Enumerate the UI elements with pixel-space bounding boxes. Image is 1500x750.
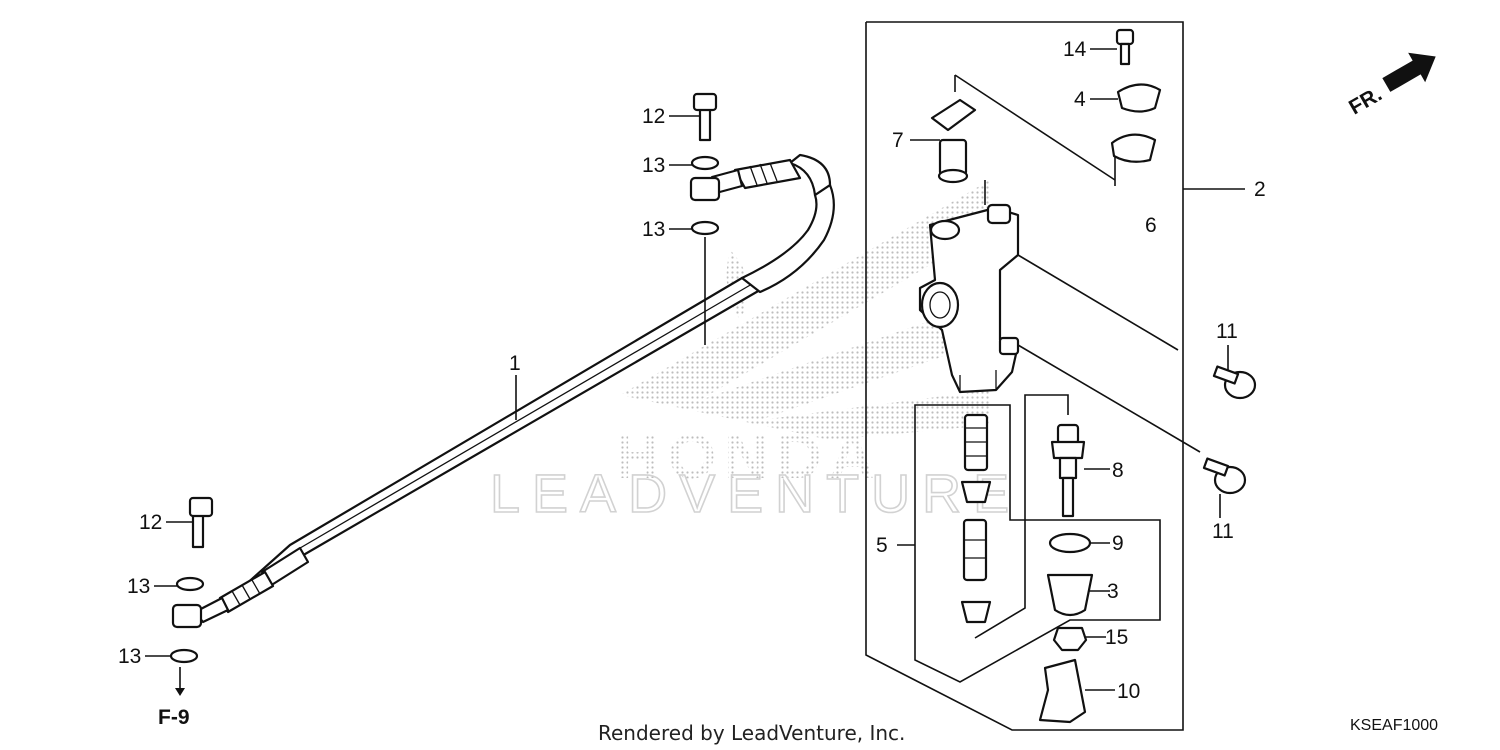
lower-banjo-fitting bbox=[169, 496, 214, 696]
callout-7: 7 bbox=[892, 129, 904, 152]
clevis-joint bbox=[1038, 658, 1087, 724]
callout-14: 14 bbox=[1063, 38, 1087, 61]
page-reference: F-9 bbox=[158, 706, 190, 729]
callout-2: 2 bbox=[1254, 178, 1266, 201]
callout-10: 10 bbox=[1117, 680, 1140, 703]
reservoir-screw bbox=[1115, 28, 1135, 66]
piston-kit bbox=[960, 413, 992, 624]
master-cylinder-body bbox=[918, 203, 1020, 394]
mounting-bolt-lower bbox=[1202, 457, 1247, 495]
watermark-brand: HONDA bbox=[615, 423, 882, 492]
callout-3: 3 bbox=[1107, 580, 1119, 603]
callout-1: 1 bbox=[509, 352, 521, 375]
brake-hose bbox=[193, 153, 835, 624]
master-cylinder-assembly-frame bbox=[865, 21, 1184, 731]
circlip bbox=[1048, 532, 1092, 554]
footer-credit: Rendered by LeadVenture, Inc. bbox=[598, 721, 905, 745]
callout-9: 9 bbox=[1112, 532, 1124, 555]
callout-13-lower-b: 13 bbox=[118, 645, 141, 668]
reservoir-diaphragm bbox=[1110, 133, 1157, 163]
front-direction-arrow: FR. bbox=[1345, 52, 1436, 120]
callout-13-upper-a: 13 bbox=[642, 154, 665, 177]
callout-15: 15 bbox=[1105, 626, 1128, 649]
callout-4: 4 bbox=[1074, 88, 1086, 111]
callout-8: 8 bbox=[1112, 459, 1124, 482]
reservoir-connector bbox=[930, 98, 977, 184]
callout-11-upper: 11 bbox=[1216, 320, 1238, 343]
callout-13-lower-a: 13 bbox=[127, 575, 150, 598]
callout-12-lower: 12 bbox=[139, 511, 162, 534]
diagram-code: KSEAF1000 bbox=[1350, 717, 1438, 734]
push-rod bbox=[1050, 423, 1086, 518]
reservoir-cap bbox=[1116, 83, 1162, 113]
mounting-bolt-upper bbox=[1212, 365, 1257, 400]
nut bbox=[1052, 626, 1088, 652]
callout-12-upper: 12 bbox=[642, 105, 665, 128]
rubber-boot bbox=[1046, 573, 1094, 617]
callout-6: 6 bbox=[1145, 214, 1157, 237]
callout-11-lower: 11 bbox=[1212, 520, 1234, 543]
callout-5: 5 bbox=[876, 534, 888, 557]
callout-13-upper-b: 13 bbox=[642, 218, 665, 241]
leader-lines bbox=[145, 48, 1118, 691]
watermark-sub: LEADVENTURE bbox=[490, 464, 1021, 524]
upper-banjo-fitting bbox=[689, 92, 721, 345]
front-marker-label: FR. bbox=[1345, 83, 1386, 120]
